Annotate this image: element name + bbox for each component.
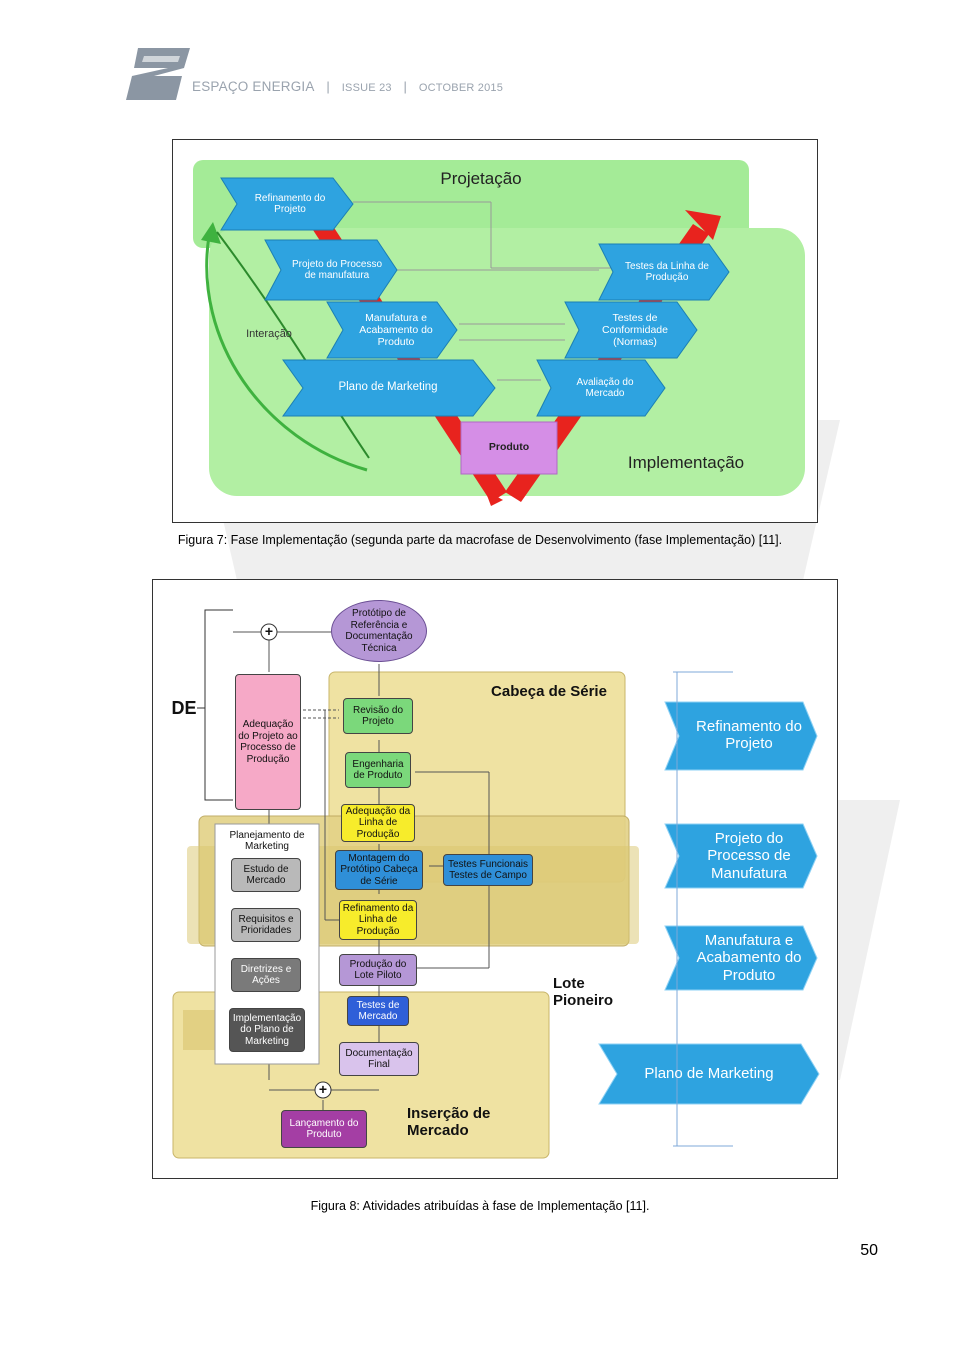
interacao-label: Interação bbox=[246, 327, 292, 340]
adequacao-projeto-box: Adequação do Projeto ao Processo de Prod… bbox=[235, 674, 301, 810]
arrow-projeto-processo: Projeto do Processo de Manufatura bbox=[707, 830, 791, 882]
estudo-box: Estudo de Mercado bbox=[231, 858, 301, 892]
arrow-avaliacao-mercado: Avaliação do Mercado bbox=[576, 376, 634, 400]
produto-box: Produto bbox=[488, 440, 530, 453]
arrow-projeto-processo: Projeto do Processo de manufatura bbox=[291, 258, 383, 282]
requisitos-box: Requisitos e Prioridades bbox=[231, 908, 301, 942]
documentacao-final-box: Documentação Final bbox=[339, 1042, 419, 1076]
figure-7-caption: Figura 7: Fase Implementação (segunda pa… bbox=[177, 533, 783, 547]
de-label: DE bbox=[171, 697, 197, 718]
arrow-manufatura-acabamento: Manufatura e Acabamento do Produto bbox=[696, 932, 802, 984]
revisao-box: Revisão do Projeto bbox=[343, 698, 413, 734]
prototipo-ellipse: Protótipo de Referência e Documentação T… bbox=[331, 600, 427, 662]
planejamento-label: Planejamento de Marketing bbox=[229, 829, 305, 853]
arrow-plano-marketing: Plano de Marketing bbox=[338, 381, 438, 394]
arrow-testes-conformidade: Testes de Conformidade (Normas) bbox=[602, 311, 668, 349]
lancamento-box: Lançamento do Produto bbox=[281, 1110, 367, 1148]
issue-number: ISSUE 23 bbox=[341, 82, 392, 94]
figure-7: Projetação Implementação Interação Refin… bbox=[172, 139, 818, 523]
implementacao-plano-box: Implementação do Plano de Marketing bbox=[229, 1008, 305, 1052]
page-number: 50 bbox=[860, 1242, 878, 1259]
diretrizes-box: Diretrizes e Ações bbox=[231, 958, 301, 992]
header-separator: | bbox=[403, 79, 408, 94]
refinamento-linha-box: Refinamento da Linha de Produção bbox=[339, 900, 417, 940]
brand-name: ESPAÇO ENERGIA bbox=[192, 79, 315, 94]
plus-icon: + bbox=[318, 1080, 328, 1097]
figure-8: DE + + Protótipo de Referência e Documen… bbox=[152, 579, 838, 1179]
arrow-manufatura: Manufatura e Acabamento do Produto bbox=[359, 311, 433, 349]
issue-date: OCTOBER 2015 bbox=[418, 82, 504, 94]
plus-icon: + bbox=[264, 622, 274, 639]
testes-mercado-box: Testes de Mercado bbox=[347, 996, 409, 1026]
arrow-plano-marketing: Plano de Marketing bbox=[644, 1065, 774, 1083]
producao-lote-box: Produção do Lote Piloto bbox=[339, 954, 417, 986]
arrow-refinamento: Refinamento do Projeto bbox=[254, 192, 326, 216]
projetacao-title: Projetação bbox=[440, 169, 522, 189]
header: ESPAÇO ENERGIA | ISSUE 23 | OCTOBER 2015 bbox=[124, 46, 624, 102]
cabeca-serie-title: Cabeça de Série bbox=[491, 683, 607, 701]
arrow-refinamento-projeto: Refinamento do Projeto bbox=[696, 717, 802, 752]
testes-funcionais-box: Testes Funcionais Testes de Campo bbox=[443, 854, 533, 886]
engenharia-box: Engenharia de Produto bbox=[345, 752, 411, 788]
implementacao-title: Implementação bbox=[627, 453, 745, 473]
arrow-testes-linha: Testes da Linha de Produção bbox=[625, 260, 709, 284]
insercao-mercado-title: Inserção de Mercado bbox=[407, 1104, 491, 1139]
figure-8-caption: Figura 8: Atividades atribuídas à fase d… bbox=[310, 1199, 650, 1213]
montagem-box: Montagem do Protótipo Cabeça de Série bbox=[335, 850, 423, 890]
header-separator: | bbox=[326, 79, 330, 94]
adequacao-linha-box: Adequação da Linha de Produção bbox=[341, 804, 415, 842]
brand-logo-icon bbox=[126, 48, 190, 100]
lote-pioneiro-title: Lote Pioneiro bbox=[553, 974, 614, 1009]
